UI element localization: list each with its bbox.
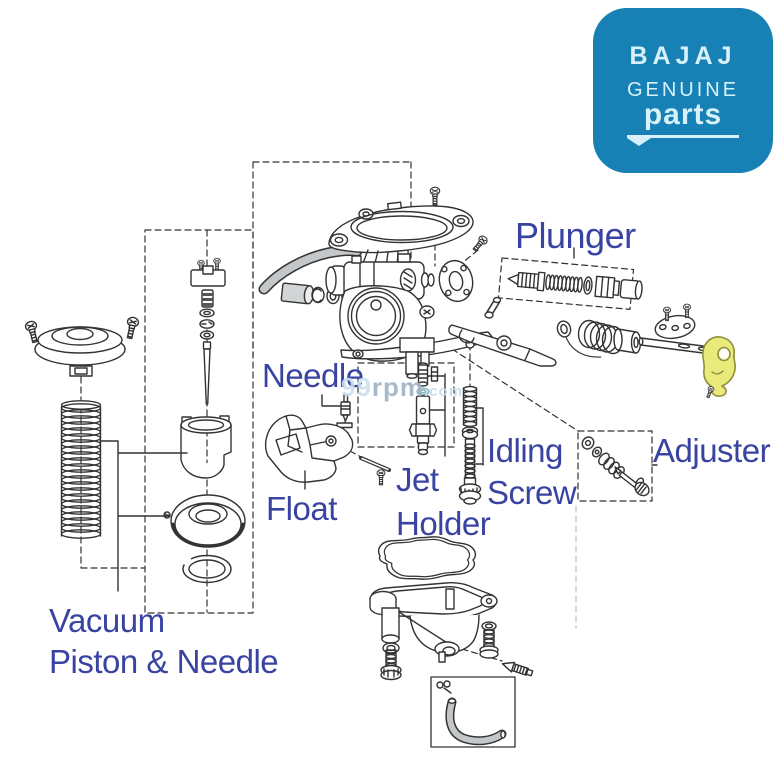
shaft-plate [654, 314, 696, 340]
body-side-screw [470, 233, 490, 254]
throttle-arm [448, 324, 557, 367]
label-vacuum-line1: Vacuum [49, 602, 165, 639]
idling-screw-group [458, 385, 484, 505]
cover-top-screw [429, 186, 441, 206]
watermark-mid: rpm [371, 372, 425, 402]
float-screw [376, 469, 386, 486]
bowl-gasket [377, 536, 477, 580]
bowl-screw-right [479, 621, 499, 659]
inlet-pipe [484, 296, 502, 319]
float-bowl [369, 582, 498, 663]
label-jet-holder-line2: Holder [396, 505, 491, 542]
diaphragm-cover [34, 326, 126, 377]
idling-bracket [474, 407, 484, 466]
logo-underline [627, 135, 739, 146]
adjuster-group [581, 436, 658, 497]
jet-holder-parts [408, 362, 439, 456]
label-vacuum-piston-needle: Vacuum Piston & Needle [49, 600, 279, 682]
float [264, 414, 354, 483]
label-idling-screw: Idling Screw [487, 430, 577, 514]
bowl-screw-left [380, 642, 402, 681]
label-jet-holder-line1: Jet [396, 461, 439, 498]
logo-genuine-text: GENUINE [626, 79, 740, 101]
jet-holder-bracket [427, 373, 446, 457]
float-bowl-group [369, 536, 534, 748]
shaft-spacer [613, 328, 642, 354]
label-idling-screw-line2: Screw [487, 474, 577, 511]
carburetor-body-group [258, 186, 557, 379]
throttle-shaft-group [556, 303, 737, 399]
vacuum-bracket [99, 440, 188, 592]
label-needle: Needle [262, 357, 364, 394]
logo-parts-text: parts [643, 98, 723, 131]
drain-screw [501, 661, 534, 677]
label-jet-holder: Jet Holder [396, 458, 491, 546]
vacuum-piston [180, 415, 232, 479]
jet-needle [202, 341, 212, 405]
piston-spring [60, 400, 102, 539]
needle-bracket [321, 394, 342, 407]
watermark-prefix: 99 [341, 372, 372, 402]
float-needle-valve [336, 394, 353, 429]
label-adjuster: Adjuster [653, 432, 771, 469]
label-plunger: Plunger [515, 215, 636, 256]
needle-clip-set [190, 257, 226, 340]
logo-brand-text: BAJAJ [629, 42, 737, 70]
label-float: Float [266, 490, 337, 527]
logo-arrow-icon [627, 138, 651, 146]
yellow-stop-lever [701, 336, 737, 397]
watermark-suffix: .com [424, 383, 464, 400]
plunger-group [507, 247, 643, 300]
drain-hose-box [430, 676, 516, 748]
bajaj-genuine-parts-logo: BAJAJ GENUINE parts [593, 8, 773, 173]
shaft-oring [556, 320, 572, 338]
label-idling-screw-line1: Idling [487, 432, 563, 469]
vacuum-piston-needle-group [23, 257, 246, 592]
watermark: 99rpm.com [341, 372, 463, 403]
float-needle-jet-group [264, 362, 446, 490]
diaphragm [163, 494, 246, 548]
label-vacuum-line2: Piston & Needle [49, 643, 279, 680]
cover-screw-right [123, 315, 141, 340]
nozzle-stubs [399, 337, 435, 379]
diaphragm-ring [182, 554, 232, 584]
side-flange-disc [438, 259, 474, 303]
hose-sleeve [280, 282, 315, 305]
